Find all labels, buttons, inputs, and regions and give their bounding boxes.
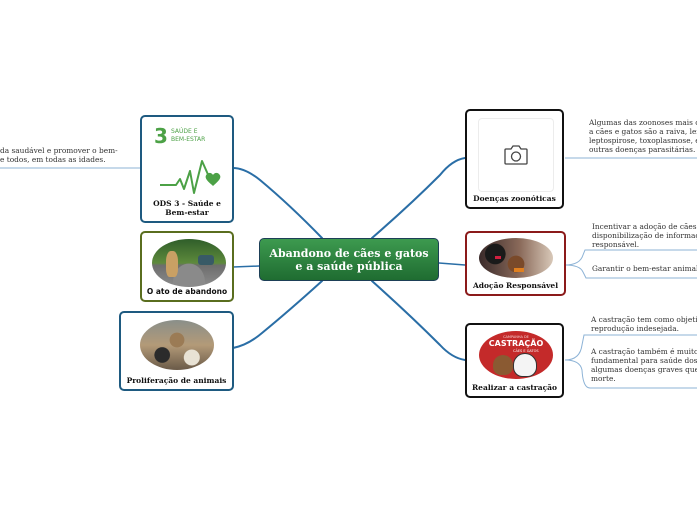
central-topic-line2: e a saúde pública — [295, 259, 403, 273]
crowded-dogs-photo — [140, 320, 214, 370]
topic-doencas-label: Doenças zoonóticas — [473, 194, 556, 203]
dog-on-road-photo — [152, 239, 226, 287]
topic-castracao[interactable]: CAMPANHA DE CASTRAÇÃO CÃES E GATOS Reali… — [465, 323, 564, 398]
camera-placeholder-icon — [504, 145, 528, 165]
note-adocao-incentivar[interactable]: Incentivar a adoção de cães e disponibil… — [592, 222, 697, 249]
link-castracao-note2 — [564, 359, 697, 389]
cat-cartoon — [513, 353, 537, 377]
note-castracao-importancia[interactable]: A castração também é muito i fundamental… — [591, 347, 697, 383]
link-central-abandono — [232, 265, 260, 268]
sdg3-text-line2: BEM-ESTAR — [171, 136, 206, 143]
central-topic-line1: Abandono de cães e gatos — [269, 246, 429, 260]
sdg3-number: 3 — [154, 124, 168, 148]
note-castracao-objetivo[interactable]: A castração tem como objetivo reprodução… — [591, 315, 697, 333]
dog-cartoon — [493, 355, 513, 375]
sdg3-text-line1: SAÚDE E — [171, 128, 198, 135]
link-central-adocao — [438, 262, 466, 266]
note-adocao-bem-estar[interactable]: Garantir o bem-estar animal — [592, 264, 697, 273]
image-placeholder — [478, 118, 554, 192]
person-petting-dog-photo — [479, 238, 553, 278]
link-central-ods3 — [232, 167, 323, 239]
link-adocao-note1 — [564, 249, 697, 266]
castracao-campaign-logo: CAMPANHA DE CASTRAÇÃO CÃES E GATOS — [479, 331, 553, 379]
link-central-doencas — [371, 157, 466, 239]
logo-text-main: CASTRAÇÃO — [488, 339, 544, 348]
central-topic[interactable]: Abandono de cães e gatos e a saúde públi… — [259, 238, 439, 281]
topic-adocao-label: Adoção Responsável — [472, 281, 559, 290]
topic-proliferacao[interactable]: Proliferação de animais — [119, 311, 234, 391]
sdg3-heartbeat-icon — [160, 160, 221, 194]
link-central-castracao — [371, 280, 466, 361]
topic-abandono[interactable]: O ato de abandono — [140, 231, 234, 302]
logo-text-bottom: CÃES E GATOS — [513, 349, 539, 353]
topic-ods3-label: ODS 3 - Saúde e Bem-estar — [153, 199, 221, 217]
topic-castracao-label: Realizar a castração — [471, 383, 558, 392]
topic-doencas[interactable]: Doenças zoonóticas — [465, 109, 564, 209]
sdg3-badge: 3 SAÚDE E BEM-ESTAR — [154, 125, 224, 195]
topic-ods3[interactable]: 3 SAÚDE E BEM-ESTAR ODS 3 - Saúde e Bem-… — [140, 115, 234, 223]
topic-proliferacao-label: Proliferação de animais — [126, 376, 227, 385]
link-central-proliferacao — [232, 280, 323, 349]
note-ods3[interactable]: da saudável e promover o bem- e todos, e… — [0, 146, 118, 164]
logo-text-top: CAMPANHA DE — [503, 335, 529, 339]
note-doencas[interactable]: Algumas das zoonoses mais co a cães e ga… — [589, 118, 697, 154]
link-adocao-note2 — [564, 264, 697, 279]
topic-abandono-label: O ato de abandono — [146, 287, 228, 296]
topic-adocao[interactable]: Adoção Responsável — [465, 231, 566, 296]
